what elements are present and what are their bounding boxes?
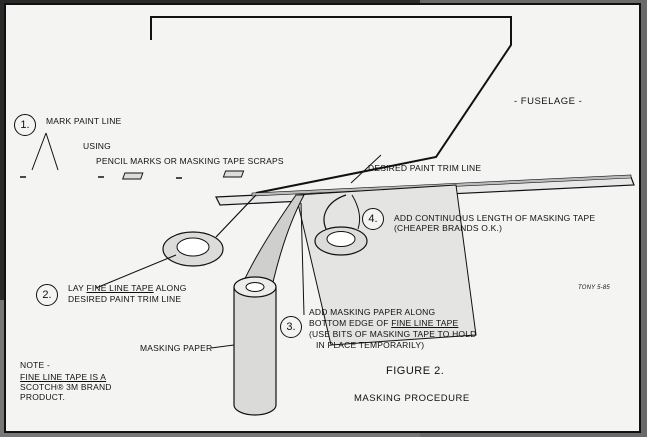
step-1-text: MARK PAINT LINE xyxy=(46,116,122,126)
fuselage-outline xyxy=(150,16,512,194)
pencil-marks-label: PENCIL MARKS OR MASKING TAPE SCRAPS xyxy=(96,156,284,166)
step-2-line-1: LAY FINE LINE TAPE ALONG xyxy=(68,283,187,293)
note-line-3: SCOTCH® 3M BRAND xyxy=(20,382,112,392)
fine-line-tape-roll-hole xyxy=(176,237,210,257)
fine-line-tape-lead xyxy=(215,194,257,238)
leader-line xyxy=(95,254,177,289)
masking-drawing xyxy=(20,16,635,416)
figure-caption: MASKING PROCEDURE xyxy=(354,393,470,404)
step-3-line-4: IN PLACE TEMPORARILY) xyxy=(316,340,425,350)
leader-line xyxy=(31,132,47,171)
step-4-line-1: ADD CONTINUOUS LENGTH OF MASKING TAPE xyxy=(394,213,596,223)
note-line-4: PRODUCT. xyxy=(20,392,66,402)
step-3-line-3: (USE BITS OF MASKING TAPE TO HOLD xyxy=(309,329,477,339)
leader-line xyxy=(300,202,305,316)
figure-title: FIGURE 2. xyxy=(386,365,445,377)
using-label: USING xyxy=(83,141,111,151)
masking-paper-label: MASKING PAPER xyxy=(140,343,213,353)
step-2-number: 2. xyxy=(36,284,58,306)
leader-line xyxy=(210,344,235,349)
masking-tape-roll-hole xyxy=(326,231,356,247)
tape-scrap xyxy=(222,170,245,178)
step-4-number: 4. xyxy=(362,208,384,230)
figure-frame: - FUSELAGE - 1. MARK PAINT LINE USING PE… xyxy=(4,3,641,433)
step-3-number: 3. xyxy=(280,316,302,338)
masking-paper-sheet xyxy=(295,184,477,346)
fuselage-label: - FUSELAGE - xyxy=(514,96,583,107)
artist-signature: TONY 5-85 xyxy=(578,285,610,291)
tape-scrap xyxy=(121,172,144,180)
note-line-2: FINE LINE TAPE IS A xyxy=(20,372,107,382)
step-2-line-2: DESIRED PAINT TRIM LINE xyxy=(68,294,182,304)
masking-tape-lead xyxy=(351,194,361,230)
step-4-line-2: (CHEAPER BRANDS O.K.) xyxy=(394,223,503,233)
note-line-1: NOTE - xyxy=(20,360,51,370)
leader-line xyxy=(350,154,382,184)
masking-paper-roll-core xyxy=(245,282,265,292)
masking-tape-lead xyxy=(323,194,347,230)
masking-paper-roll xyxy=(233,287,277,416)
leader-line xyxy=(45,132,59,171)
step-1-number: 1. xyxy=(14,114,36,136)
step-3-line-2: BOTTOM EDGE OF FINE LINE TAPE xyxy=(309,318,459,328)
step-3-line-1: ADD MASKING PAPER ALONG xyxy=(309,307,436,317)
desired-trim-label: DESIRED PAINT TRIM LINE xyxy=(368,163,482,173)
